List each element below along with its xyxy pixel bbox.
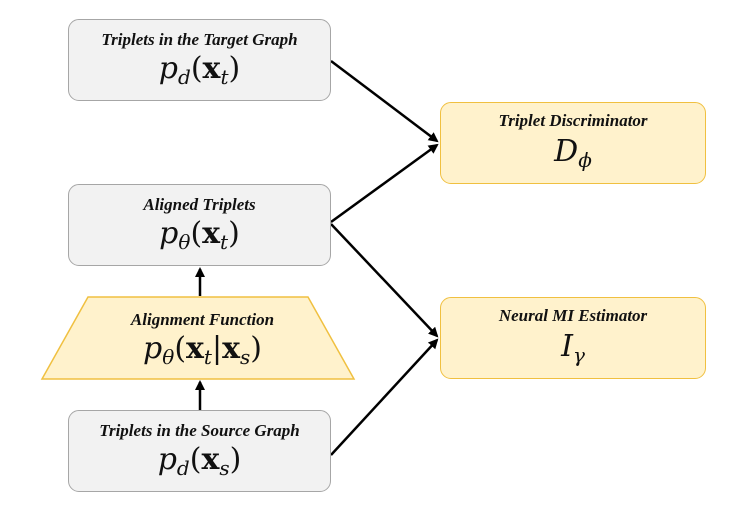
arrow-target-to-discriminator (330, 60, 439, 143)
target-graph-node: Triplets in the Target Graph pd(xt) (68, 19, 331, 101)
aligned-triplets-title: Aligned Triplets (143, 195, 256, 214)
triplet-discriminator-title: Triplet Discriminator (498, 111, 648, 130)
neural-mi-estimator-symbol: Iγ (561, 329, 585, 367)
aligned-triplets-formula: pθ(xt) (159, 216, 240, 254)
arrow-source-to-estimator (330, 338, 439, 456)
alignment-function-title: Alignment Function (130, 310, 275, 329)
arrow-aligned-to-estimator (330, 223, 439, 338)
arrow-aligned-to-discriminator (330, 143, 439, 224)
source-graph-node: Triplets in the Source Graph pd(xs) (68, 410, 331, 492)
target-graph-title: Triplets in the Target Graph (101, 30, 298, 49)
target-graph-formula: pd(xt) (158, 51, 241, 89)
triplet-discriminator-node: Triplet Discriminator Dϕ (440, 102, 706, 184)
alignment-function-formula: pθ(xt|xs) (143, 331, 262, 369)
aligned-triplets-node: Aligned Triplets pθ(xt) (68, 184, 331, 266)
alignment-function-shape (40, 296, 356, 380)
neural-mi-estimator-title: Neural MI Estimator (498, 306, 648, 325)
triplet-discriminator-symbol: Dϕ (554, 134, 592, 172)
source-graph-title: Triplets in the Source Graph (99, 421, 300, 440)
neural-mi-estimator-node: Neural MI Estimator Iγ (440, 297, 706, 379)
alignment-function-node: Alignment Function pθ(xt|xs) (90, 296, 315, 380)
source-graph-formula: pd(xs) (157, 442, 242, 480)
